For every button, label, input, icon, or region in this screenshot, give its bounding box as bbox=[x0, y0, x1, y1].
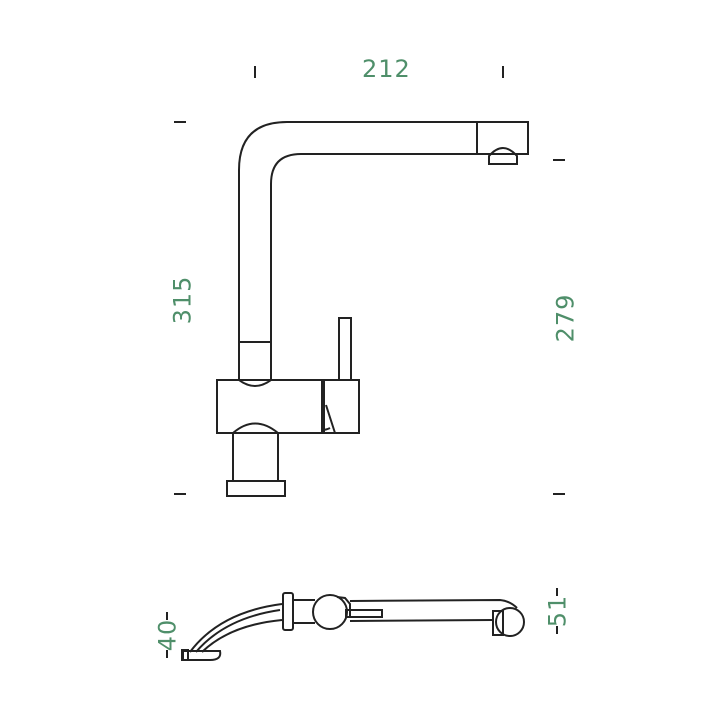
dimension-top-view-left: 40 bbox=[153, 618, 182, 652]
dimension-ticks bbox=[166, 66, 565, 658]
stem bbox=[232, 432, 279, 482]
faucet-top-view bbox=[181, 592, 525, 661]
base-plate bbox=[226, 480, 286, 497]
dimension-top-view-right: 51 bbox=[543, 594, 572, 628]
spout-tip bbox=[182, 650, 222, 661]
dimension-total-height: 315 bbox=[168, 275, 197, 325]
aerator bbox=[488, 147, 518, 165]
nozzle-end bbox=[495, 607, 525, 637]
nozzle-head bbox=[476, 121, 529, 155]
lever-rod bbox=[338, 317, 352, 381]
curved-spout bbox=[189, 603, 283, 653]
flange bbox=[282, 592, 294, 631]
lever-top bbox=[345, 609, 383, 618]
dimension-spout-reach: 212 bbox=[362, 55, 411, 83]
nozzle-top bbox=[492, 610, 504, 636]
body bbox=[216, 379, 323, 434]
spout bbox=[238, 121, 477, 342]
handle-knob bbox=[312, 594, 348, 630]
lever-block bbox=[323, 379, 360, 434]
faucet-front-view bbox=[216, 121, 529, 497]
lever-block-detail bbox=[321, 404, 336, 434]
arm bbox=[349, 598, 518, 622]
dimension-outlet-height: 279 bbox=[551, 293, 580, 343]
collar bbox=[238, 341, 272, 381]
